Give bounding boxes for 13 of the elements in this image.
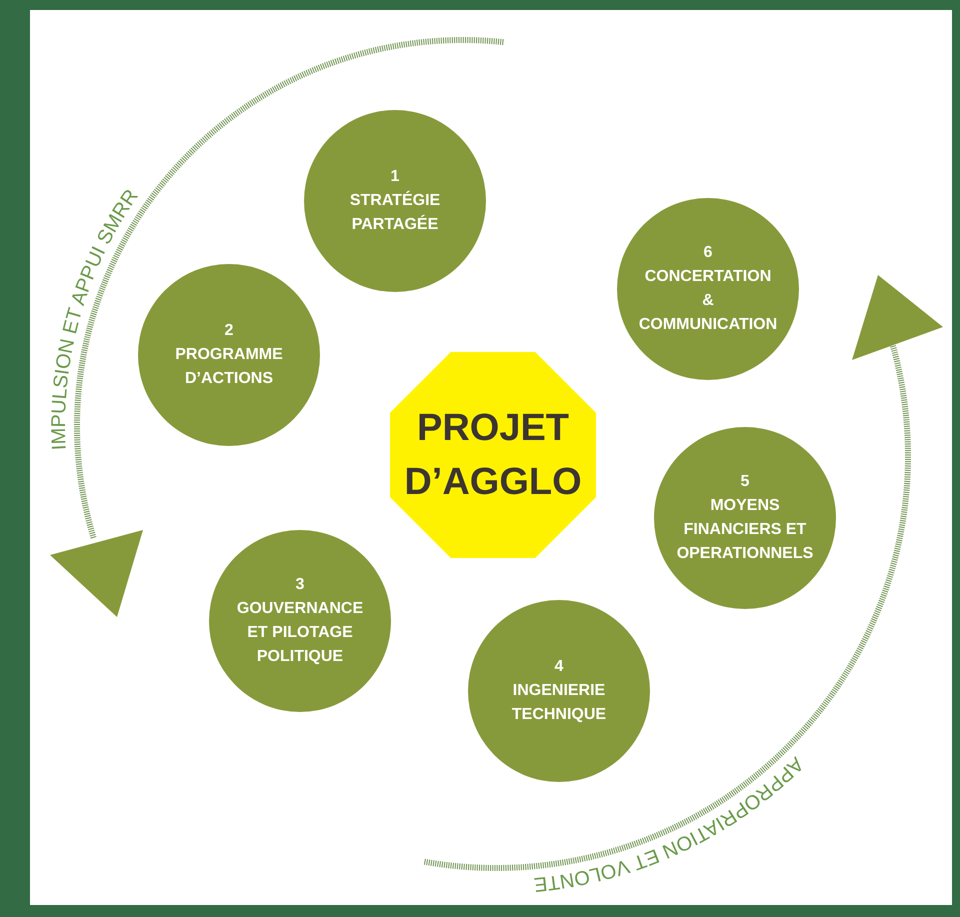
step-title: PROGRAMME D’ACTIONS (174, 345, 284, 389)
step-number: 1 (390, 167, 400, 187)
step-title: INGENIERIE TECHNIQUE (510, 681, 608, 725)
step-title: GOUVERNANCE ET PILOTAGE POLITIQUE (236, 599, 364, 667)
step-number: 4 (554, 657, 564, 677)
step-title: STRATÉGIE PARTAGÉE (348, 190, 442, 235)
step-number: 3 (296, 575, 304, 595)
step-number: 6 (704, 243, 712, 263)
step-title: MOYENS FINANCIERS ET OPERATIONNELS (676, 496, 814, 564)
center-title: PROJET D’AGGLO (403, 406, 583, 505)
step-number: 2 (224, 321, 234, 341)
step-title: CONCERTATION & COMMUNICATION (638, 267, 778, 335)
step-number: 5 (740, 472, 750, 492)
